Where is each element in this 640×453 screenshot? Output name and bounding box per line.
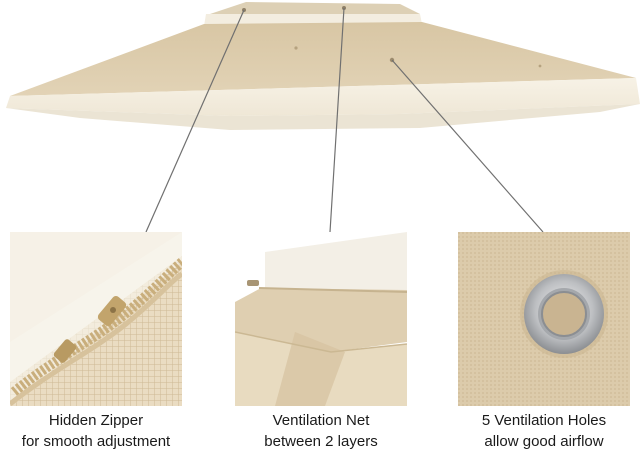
caption-subtitle: for smooth adjustment [21, 433, 171, 450]
caption-hidden-zipper: Hidden Zipper for smooth adjustment [0, 410, 196, 452]
caption-subtitle: between 2 layers [264, 433, 378, 450]
ventilation-net-closeup-image [235, 232, 407, 406]
grommet-closeup-image [458, 232, 630, 406]
vent-dot [538, 64, 542, 68]
leader-line-zipper [145, 9, 245, 233]
caption-ventilation-holes: 5 Ventilation Holes allow good airflow [444, 410, 640, 452]
gazebo-canopy-illustration [6, 2, 640, 233]
zipper-pull [53, 296, 127, 363]
canopy-skirt [6, 104, 640, 130]
zipper-closeup-image [10, 232, 182, 406]
vent-dot [294, 46, 298, 50]
caption-title: Ventilation Net [272, 412, 370, 429]
caption-ventilation-net: Ventilation Net between 2 layers [221, 410, 421, 452]
zipper-teeth [10, 258, 182, 396]
canopy-valance [6, 78, 640, 116]
grommet [520, 270, 608, 358]
caption-title: Hidden Zipper [48, 412, 144, 429]
caption-title: 5 Ventilation Holes [481, 412, 607, 429]
zipper-pull-small [247, 280, 259, 286]
net-edge [258, 287, 407, 293]
caption-subtitle: allow good airflow [484, 433, 604, 450]
leader-line-net [329, 7, 345, 233]
canopy-roof [10, 22, 636, 96]
leader-line-holes [391, 59, 544, 233]
